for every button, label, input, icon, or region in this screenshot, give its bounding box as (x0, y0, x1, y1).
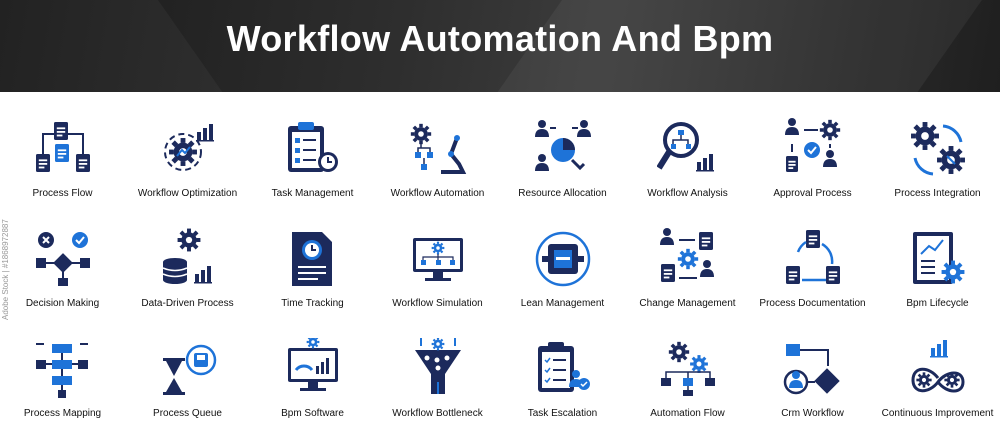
workflow-automation-icon (410, 123, 467, 174)
icon-label: Workflow Optimization (137, 188, 238, 199)
lean-management-icon (535, 231, 591, 287)
resource-allocation-icon (535, 120, 591, 171)
icon-card: Workflow Automation (375, 100, 500, 210)
icon-card: Workflow Optimization (125, 100, 250, 210)
icon-label: Change Management (639, 298, 736, 309)
process-queue-icon (163, 344, 217, 395)
icon-label: Process Integration (894, 188, 981, 199)
icon-label: Process Documentation (759, 298, 866, 309)
process-documentation-icon (786, 230, 840, 284)
crm-workflow-icon (783, 344, 840, 395)
workflow-optimization-icon (164, 124, 214, 171)
icon-label: Approval Process (773, 188, 852, 199)
icon-card: Resource Allocation (500, 100, 625, 210)
icon-card: Crm Workflow (750, 320, 875, 430)
icon-label: Data-Driven Process (141, 298, 234, 309)
process-flow-icon (36, 122, 90, 172)
icon-label: Bpm Software (281, 408, 344, 419)
stock-id: Adobe Stock | #1868972887 (1, 219, 10, 320)
icon-card: Workflow Analysis (625, 100, 750, 210)
process-integration-icon (911, 122, 965, 176)
icon-card: Bpm Lifecycle (875, 210, 1000, 320)
automation-flow-icon (661, 341, 715, 396)
icon-card: Data-Driven Process (125, 210, 250, 320)
icon-label: Continuous Improvement (881, 408, 994, 419)
task-escalation-icon (538, 342, 590, 392)
icon-card: Bpm Software (250, 320, 375, 430)
workflow-analysis-icon (657, 122, 714, 172)
icon-label: Automation Flow (650, 408, 725, 419)
page-title: Workflow Automation And Bpm (226, 18, 774, 59)
icon-card: Process Documentation (750, 210, 875, 320)
approval-process-icon (785, 118, 841, 172)
icon-label: Workflow Simulation (392, 298, 483, 309)
icon-card: Continuous Improvement (875, 320, 1000, 430)
icon-label: Task Management (271, 188, 354, 199)
icon-label: Decision Making (25, 298, 100, 309)
icon-label: Lean Management (520, 298, 605, 309)
continuous-improvement-icon (911, 340, 965, 393)
icon-card: Time Tracking (250, 210, 375, 320)
icon-card: Approval Process (750, 100, 875, 210)
workflow-bottleneck-icon (415, 338, 461, 394)
icon-card: Decision Making (0, 210, 125, 320)
icon-card: Automation Flow (625, 320, 750, 430)
icon-label: Process Queue (153, 408, 222, 419)
icon-card: Process Integration (875, 100, 1000, 210)
icon-card: Task Escalation (500, 320, 625, 430)
bpm-lifecycle-icon (913, 232, 965, 284)
icon-label: Workflow Bottleneck (392, 408, 483, 419)
icon-label: Bpm Lifecycle (906, 298, 969, 309)
task-management-icon (288, 122, 338, 172)
icon-label: Resource Allocation (518, 188, 607, 199)
title-banner: Workflow Automation And Bpm (0, 0, 1000, 92)
icon-label: Process Flow (32, 188, 93, 199)
icon-card: Process Mapping (0, 320, 125, 430)
icon-card: Change Management (625, 210, 750, 320)
icon-card: Workflow Simulation (375, 210, 500, 320)
icon-label: Workflow Analysis (647, 188, 728, 199)
icon-label: Task Escalation (527, 408, 598, 419)
icon-card: Process Queue (125, 320, 250, 430)
process-mapping-icon (36, 343, 88, 398)
data-driven-process-icon (162, 228, 212, 284)
icon-label: Time Tracking (281, 298, 344, 309)
bpm-software-icon (288, 338, 338, 391)
icon-label: Process Mapping (23, 408, 102, 419)
icon-card: Workflow Bottleneck (375, 320, 500, 430)
change-management-icon (660, 228, 714, 282)
icon-card: Process Flow (0, 100, 125, 210)
icon-label: Workflow Automation (390, 188, 485, 199)
icon-label: Crm Workflow (781, 408, 844, 419)
icon-card: Task Management (250, 100, 375, 210)
decision-making-icon (36, 232, 90, 286)
icon-card: Lean Management (500, 210, 625, 320)
time-tracking-icon (292, 232, 332, 286)
workflow-simulation-icon (413, 238, 463, 281)
